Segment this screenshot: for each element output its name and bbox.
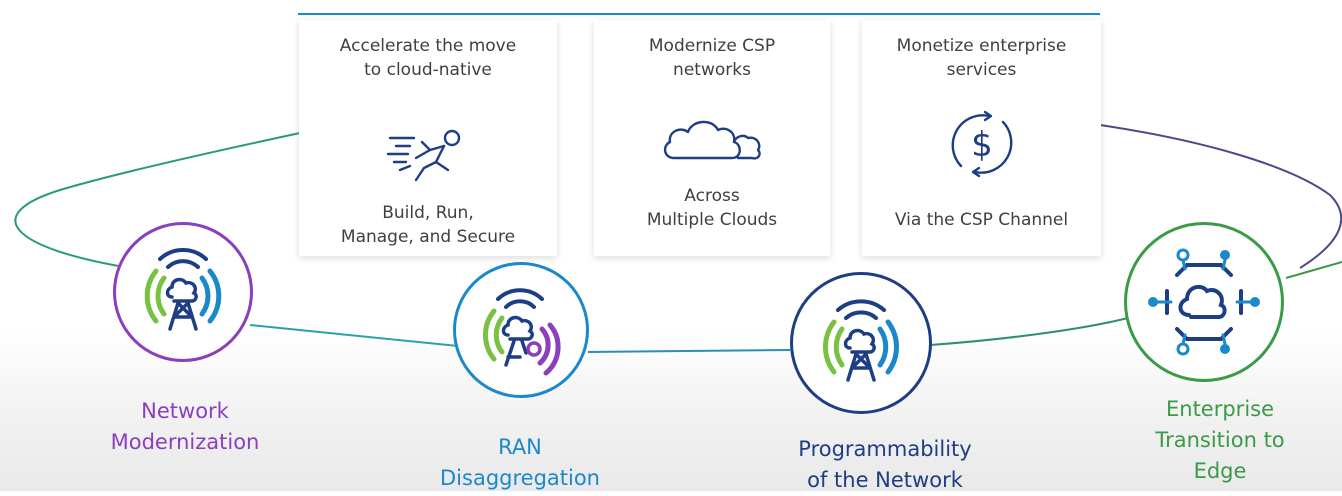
- cloud-icon: [660, 114, 764, 177]
- node-network-modernization: [113, 222, 253, 362]
- node-programmability: [790, 272, 932, 414]
- node-label: Network Modernization: [110, 399, 260, 454]
- card-csp-networks: Modernize CSP networks Across Multiple C…: [594, 20, 830, 256]
- dollar-cycle-icon: $: [941, 108, 1023, 187]
- card-caption: Build, Run, Manage, and Secure: [340, 203, 516, 247]
- cloud-tower-signal-icon: [823, 299, 899, 382]
- cloud-tower-radio-icon: [483, 288, 561, 376]
- card-enterprise-services: Monetize enterprise services $ Via the C…: [862, 20, 1101, 256]
- card-title: Accelerate the move to cloud-native: [339, 36, 517, 80]
- running-person-icon: [386, 124, 470, 193]
- top-accent-line: [298, 13, 1100, 15]
- card-caption: Via the CSP Channel: [894, 210, 1069, 230]
- card-title: Modernize CSP networks: [648, 36, 776, 80]
- node-label: Enterprise Transition to Edge: [1155, 397, 1285, 483]
- node-enterprise-edge: [1124, 222, 1284, 382]
- cloud-tower-signal-icon: [144, 248, 222, 331]
- cloud-edge-network-icon: [1148, 248, 1260, 356]
- node-label: Programmability of the Network: [798, 437, 972, 492]
- card-cloud-native: Accelerate the move to cloud-native Buil…: [299, 20, 557, 256]
- node-label: RAN Disaggregation: [440, 435, 600, 490]
- svg-text:$: $: [971, 125, 993, 165]
- card-title: Monetize enterprise services: [896, 36, 1067, 80]
- node-ran-disaggregation: [453, 262, 589, 398]
- card-caption: Across Multiple Clouds: [646, 186, 778, 230]
